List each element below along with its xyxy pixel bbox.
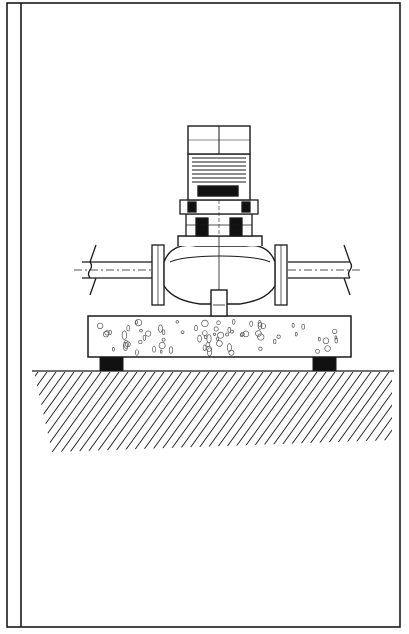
ground [32,370,394,452]
outlet-pipe [288,244,360,296]
motor [187,125,251,201]
concrete-foundation [87,315,352,358]
pump-foot [210,289,228,317]
pipe-flanges [151,244,288,306]
concrete-texture [96,318,339,357]
drawing-frame [6,2,401,628]
motor-cooling-fins [192,157,246,183]
vibration-isolation-pads [99,356,337,372]
isolation-pad-left [99,356,124,372]
soil-hatching [34,372,392,452]
pump-casing [163,235,276,317]
inlet-pipe [74,244,152,296]
isolation-pad-right [312,356,337,372]
